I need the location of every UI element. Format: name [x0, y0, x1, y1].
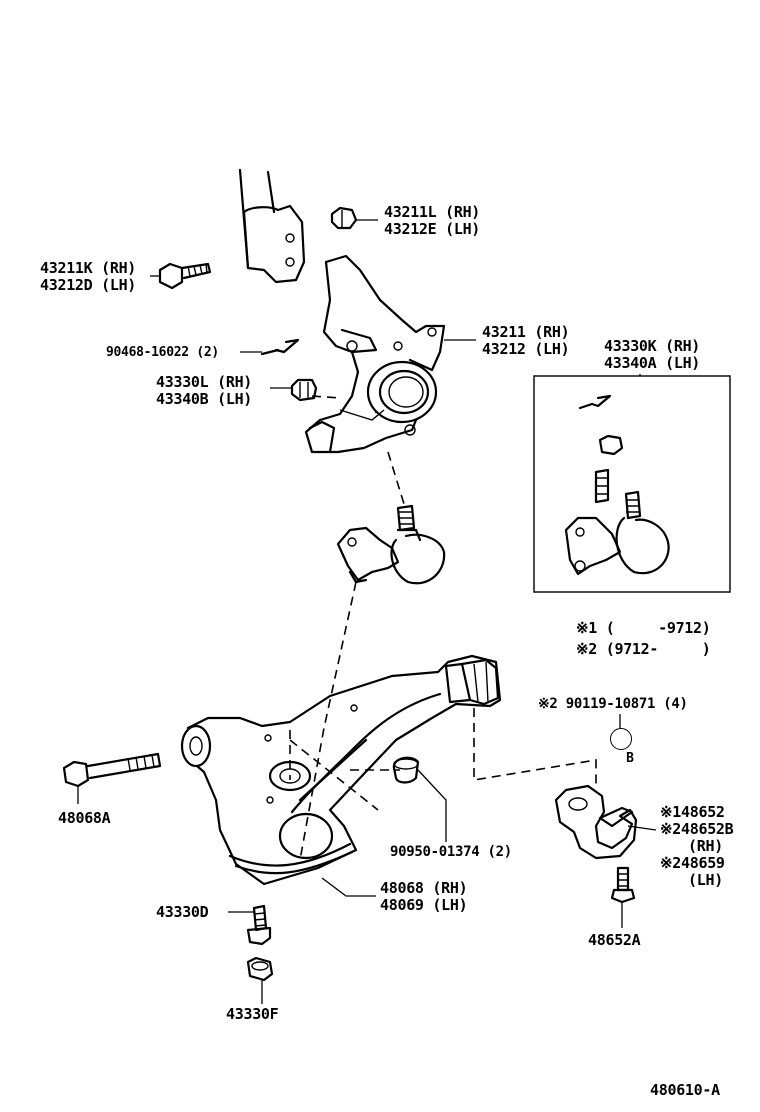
- bracket-bolt: [610, 866, 636, 904]
- label-arm-lh: 48069 (LH): [380, 896, 468, 914]
- leader-lines: [77, 219, 657, 1004]
- top-nut: [330, 206, 358, 230]
- rubber-bushing: [392, 756, 420, 784]
- label-kit-rh: 43330K (RH): [604, 337, 701, 355]
- label-bj-nut-rh: 43330L (RH): [156, 373, 253, 391]
- label-48652a: 48652A: [588, 931, 641, 949]
- ball-joint-nut: [290, 378, 318, 402]
- label-bracket-2: ※248652B: [660, 820, 734, 838]
- lower-bolt: [246, 904, 272, 946]
- label-bracket-1: ※148652: [660, 803, 725, 821]
- label-knuckle-rh: 43211 (RH): [482, 323, 570, 341]
- label-nut-lh: 43212E (LH): [384, 220, 481, 238]
- lower-control-arm: [180, 654, 502, 886]
- assembly-line: [387, 451, 405, 505]
- label-43330d: 43330D: [156, 903, 209, 921]
- label-bolt-rh: 43211K (RH): [40, 259, 137, 277]
- label-43330f: 43330F: [226, 1005, 279, 1023]
- label-note-2: ※2 (9712- ): [576, 640, 711, 658]
- label-bracket-3-lh: (LH): [688, 871, 723, 889]
- strut-assembly: [238, 168, 306, 284]
- label-bj-nut-lh: 43340B (LH): [156, 390, 253, 408]
- diagram-id: 480610-A: [650, 1081, 720, 1099]
- ref-b-text: B: [626, 751, 634, 766]
- cotter-pin: [260, 338, 300, 356]
- label-bushing: 90950-01374 (2): [390, 844, 512, 860]
- steering-knuckle: [304, 254, 446, 454]
- label-bracket-3: ※248659: [660, 854, 725, 872]
- label-note-1: ※1 ( -9712): [576, 619, 711, 637]
- label-bracket-2-rh: (RH): [688, 837, 723, 855]
- knuckle-bolt: [158, 262, 212, 290]
- arm-bolt: [62, 752, 162, 788]
- label-knuckle-lh: 43212 (LH): [482, 340, 570, 358]
- ball-joint-kit-box: [533, 375, 731, 593]
- bushing-bracket: [554, 784, 638, 860]
- label-bolt-lh: 43212D (LH): [40, 276, 137, 294]
- label-bolt-90119: ※2 90119-10871 (4): [538, 696, 688, 712]
- label-arm-rh: 48068 (RH): [380, 879, 468, 897]
- label-nut-rh: 43211L (RH): [384, 203, 481, 221]
- lower-nut: [246, 956, 274, 982]
- label-cotter-pin: 90468-16022 (2): [106, 345, 219, 360]
- ball-joint: [336, 504, 446, 585]
- label-48068a: 48068A: [58, 809, 111, 827]
- ref-b-circle: B: [610, 728, 634, 766]
- label-kit-lh: 43340A (LH): [604, 354, 701, 372]
